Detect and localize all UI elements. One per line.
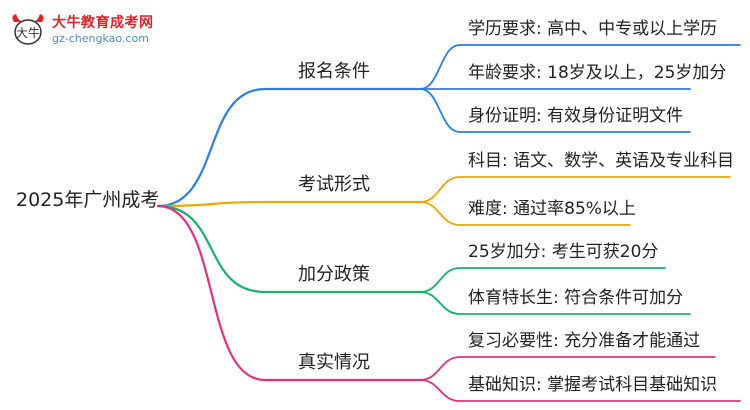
leaf-topic-1-1: 学历要求: 高中、中专或以上学历 [468, 19, 718, 39]
branch-connector-2 [156, 200, 422, 208]
leaf-connector-3-1 [419, 267, 666, 293]
branch-topic-2: 考试形式 [298, 174, 370, 195]
logo-mark-text: 大牛 [16, 25, 40, 40]
leaf-connector-1-3 [419, 88, 691, 133]
leaf-topic-4-2: 基础知识: 掌握考试科目基础知识 [468, 375, 718, 395]
leaf-topic-4-1: 复习必要性: 充分准备才能通过 [468, 331, 701, 351]
brand-logo: 大牛 大牛教育成考网 gz-chengkao.com [8, 8, 158, 52]
leaf-topic-2-2: 难度: 通过率85%以上 [468, 199, 636, 219]
leaf-topic-1-3: 身份证明: 有效身份证明文件 [468, 106, 684, 126]
leaf-connector-2-1 [419, 176, 731, 203]
leaf-connector-1-1 [419, 44, 741, 90]
leaf-topic-3-1: 25岁加分: 考生可获20分 [468, 242, 659, 262]
branch-connector-4 [156, 204, 422, 382]
root-topic: 2025年广州成考 [16, 189, 160, 211]
branch-connector-1 [156, 87, 422, 208]
leaf-connector-4-2 [419, 379, 741, 402]
leaf-topic-2-1: 科目: 语文、数学、英语及专业科目 [468, 151, 735, 171]
leaf-connector-4-1 [419, 356, 716, 381]
logo-url: gz-chengkao.com [52, 32, 149, 45]
leaf-connector-2-2 [419, 201, 631, 226]
bull-logo-icon: 大牛 [12, 14, 44, 45]
branch-topic-4: 真实情况 [298, 352, 370, 373]
branch-connector-3 [156, 204, 422, 294]
leaf-topic-1-2: 年龄要求: 18岁及以上，25岁加分 [468, 63, 727, 83]
branch-topic-1: 报名条件 [298, 61, 370, 82]
branch-topic-3: 加分政策 [298, 264, 370, 285]
leaf-connector-3-2 [419, 291, 691, 315]
logo-title: 大牛教育成考网 [52, 15, 154, 31]
leaf-topic-3-2: 体育特长生: 符合条件可加分 [468, 288, 684, 308]
